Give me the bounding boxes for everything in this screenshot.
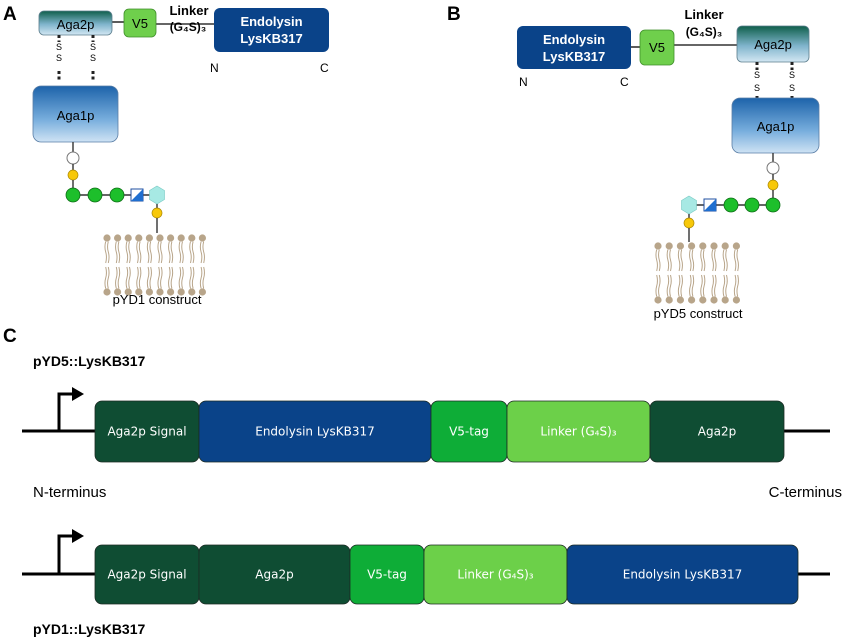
pyd1-segment-4: [566, 544, 799, 605]
pyd1-segment-label-1: Aga2p: [255, 568, 293, 582]
c-terminus-label: C-terminus: [769, 484, 842, 501]
aga2p-label: Aga2p: [57, 17, 95, 32]
c-label: C: [320, 61, 329, 75]
aga2p-label-b: Aga2p: [754, 37, 792, 52]
disulfide-bonds: S S S S: [56, 35, 96, 82]
v5-box: [123, 8, 157, 38]
svg-text:S: S: [789, 83, 795, 93]
svg-text:S: S: [90, 53, 96, 63]
pyd5-segment-label-3: Linker (G₄S)₃: [540, 425, 616, 439]
pyd1-segment-label-4: Endolysin LysKB317: [623, 568, 743, 582]
linker-formula: (G₄S)₃: [170, 20, 207, 34]
pyd5-segment-4: [649, 400, 785, 463]
gpi-anchor-b: [681, 153, 781, 242]
aga1p-label-b: Aga1p: [757, 119, 795, 134]
v5-box-b: [639, 29, 675, 66]
pyd1-gene-title: pYD1::LysKB317: [33, 621, 146, 637]
svg-text:S: S: [56, 53, 62, 63]
n-terminus-label: N-terminus: [33, 484, 106, 501]
endolysin-box-b: [517, 26, 631, 69]
pyd5-segment-label-1: Endolysin LysKB317: [255, 425, 375, 439]
pyd1-segment-label-2: V5-tag: [367, 568, 407, 582]
pyd5-gene-title: pYD5::LysKB317: [33, 353, 146, 369]
panel-letter-b: B: [447, 4, 461, 25]
svg-text:S: S: [754, 83, 760, 93]
n-label: N: [210, 61, 219, 75]
svg-text:S: S: [90, 42, 96, 52]
svg-text:S: S: [56, 42, 62, 52]
pyd5-segment-label-4: Aga2p: [698, 425, 736, 439]
endolysin-b-label-line2: LysKB317: [543, 49, 605, 64]
endolysin-label-line2: LysKB317: [240, 31, 302, 46]
linker-formula-b: (G₄S)₃: [686, 25, 723, 39]
caption-pyd5-construct: pYD5 construct: [654, 306, 743, 321]
aga1p-label: Aga1p: [57, 108, 95, 123]
pyd1-segment-label-3: Linker (G₄S)₃: [457, 568, 533, 582]
gpi-anchor: [65, 142, 165, 233]
pyd5-segment-label-2: V5-tag: [449, 425, 489, 439]
svg-text:S: S: [789, 70, 795, 80]
promoter-arrow-pyd1: [57, 529, 84, 574]
c-label-b: C: [620, 75, 629, 89]
aga1p-box-b: [731, 97, 820, 154]
panel-letter-c: C: [3, 326, 17, 347]
v5-label-b: V5: [649, 40, 665, 55]
linker-word-b: Linker: [684, 7, 723, 22]
panel-letter-a: A: [3, 4, 17, 25]
lipid-bilayer-b: [653, 241, 741, 305]
aga1p-box: [32, 85, 119, 143]
endolysin-label-line1: Endolysin: [240, 14, 302, 29]
n-label-b: N: [519, 75, 528, 89]
pyd1-segment-label-0: Aga2p Signal: [107, 568, 186, 582]
promoter-arrow-pyd5: [57, 387, 84, 431]
endolysin-b-label-line1: Endolysin: [543, 32, 605, 47]
linker-word: Linker: [169, 3, 208, 18]
v5-label: V5: [132, 16, 148, 31]
endolysin-box: [214, 8, 329, 52]
lipid-bilayer: [102, 233, 207, 297]
caption-pyd1-construct: pYD1 construct: [113, 292, 202, 307]
svg-text:S: S: [754, 70, 760, 80]
aga2p-box-b: [736, 25, 810, 63]
aga2p-box: [38, 10, 113, 36]
pyd5-segment-label-0: Aga2p Signal: [107, 425, 186, 439]
